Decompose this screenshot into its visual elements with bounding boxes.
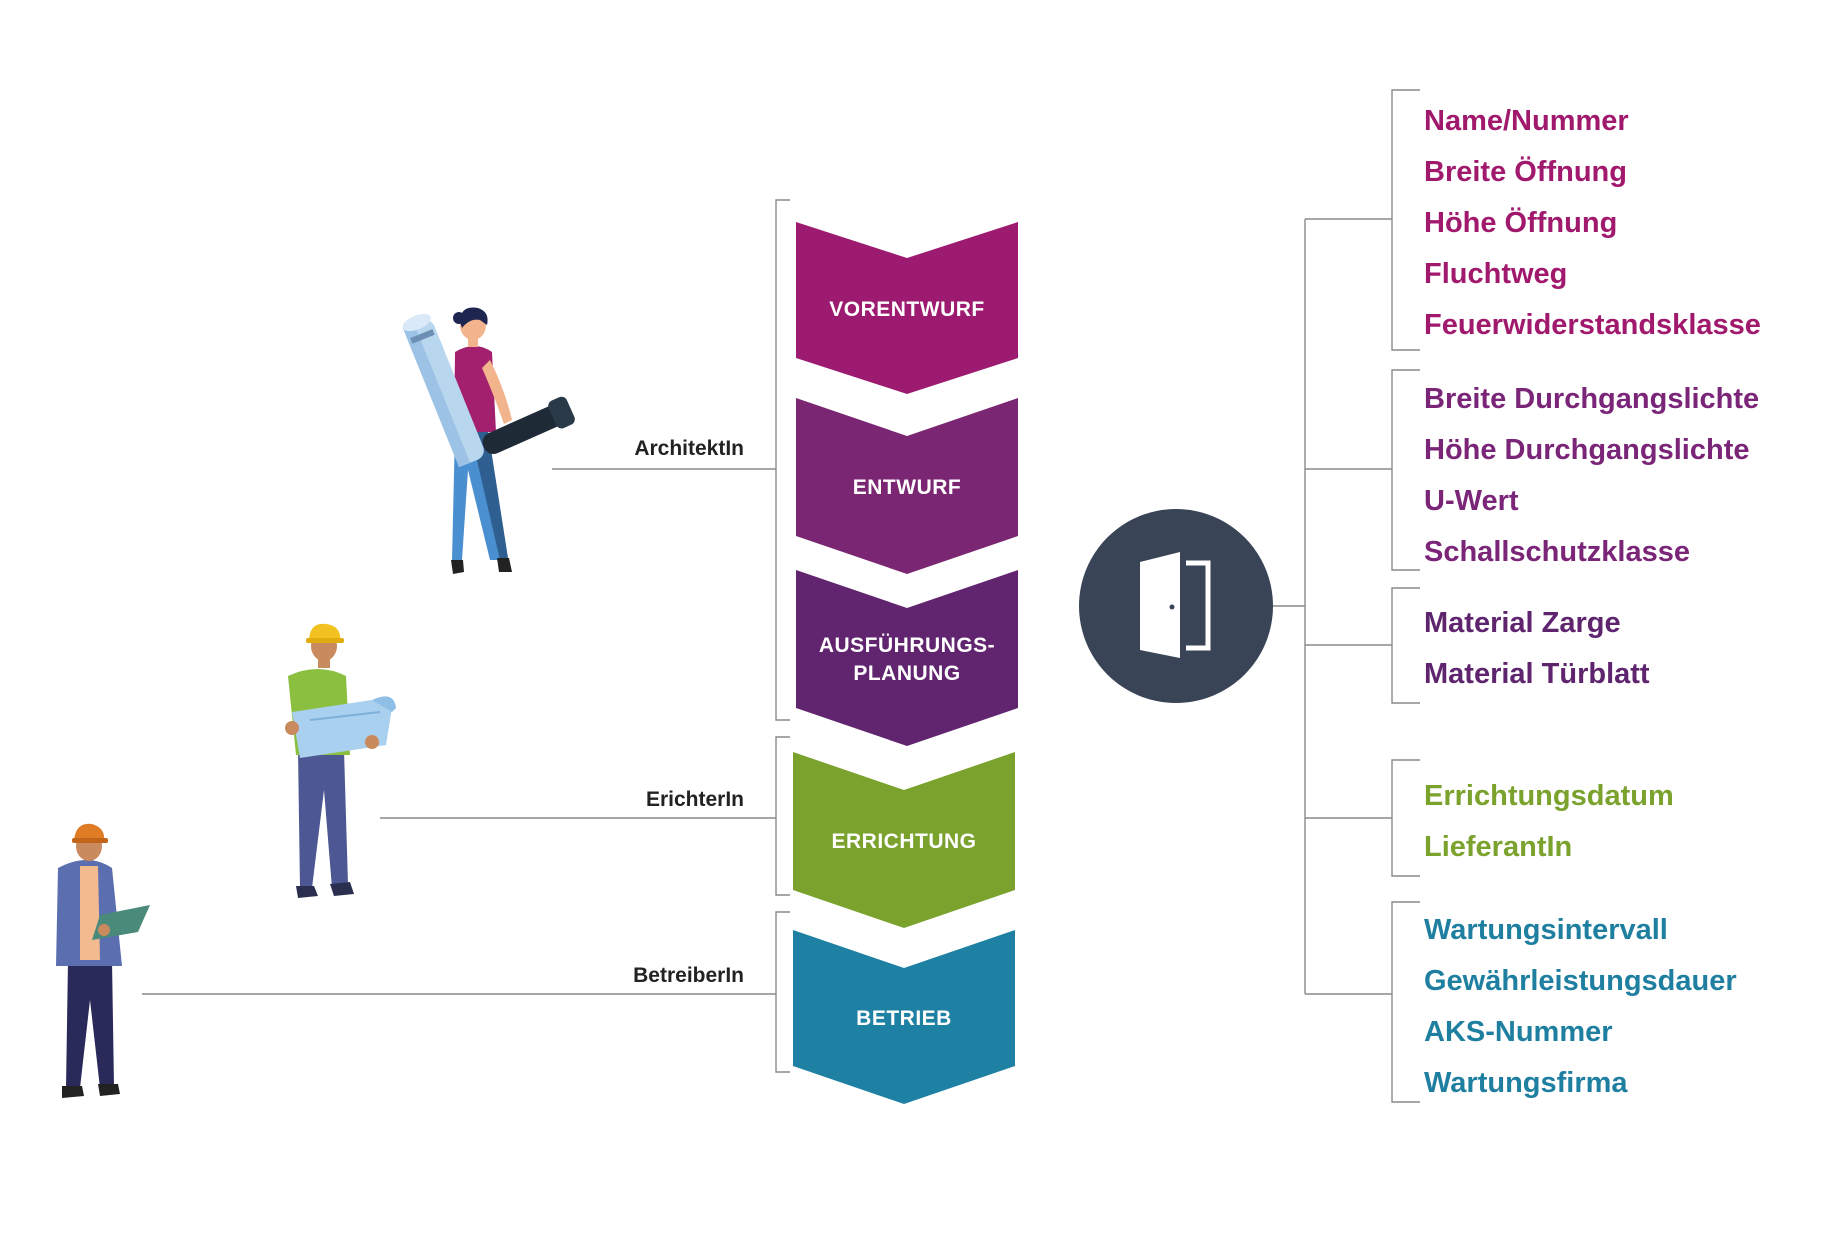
phase-chevrons: VORENTWURF ENTWURF AUSFÜHRUNGS- PLANUNG ERRI… [793, 222, 1018, 1104]
attribute-item: Breite Durchgangslichte [1424, 383, 1759, 415]
phase-chevron-shape [796, 222, 1018, 394]
attribute-item: Schallschutzklasse [1424, 536, 1690, 568]
attribute-item: Gewährleistungsdauer [1424, 965, 1737, 997]
phase-chevron-shape [796, 398, 1018, 574]
phase-chevron-shape [796, 570, 1018, 746]
role-label-architect: ArchitektIn [634, 437, 744, 460]
attribute-item: Höhe Durchgangslichte [1424, 434, 1750, 466]
phase-entwurf: ENTWURF [796, 398, 1018, 574]
attribute-item: Wartungsintervall [1424, 914, 1668, 946]
role-label-operator: BetreiberIn [633, 964, 744, 987]
group-bracket-4 [1391, 759, 1420, 877]
attribute-item: Fluchtweg [1424, 258, 1567, 290]
attribute-item: Errichtungsdatum [1424, 780, 1674, 812]
phase-label: PLANUNG [853, 662, 960, 685]
attribute-item: Feuerwiderstandsklasse [1424, 309, 1761, 341]
attribute-item: LieferantIn [1424, 831, 1572, 863]
attribute-item: Wartungsfirma [1424, 1067, 1628, 1099]
group-bracket-1 [1391, 89, 1420, 351]
attribute-item: Material Türblatt [1424, 658, 1650, 690]
role-label-builder: ErichterIn [646, 788, 744, 811]
phase-betrieb: BETRIEB [793, 930, 1015, 1104]
bracket-operation [775, 911, 790, 1073]
connector-lines [142, 89, 1420, 1103]
phase-label: VORENTWURF [829, 298, 985, 321]
attribute-item: Name/Nummer [1424, 105, 1629, 137]
attribute-item: Höhe Öffnung [1424, 206, 1617, 239]
door-icon [1079, 509, 1273, 703]
phase-label: ENTWURF [853, 476, 961, 499]
attribute-item: Breite Öffnung [1424, 155, 1627, 188]
bracket-construction [775, 736, 790, 896]
architect-woman-icon [402, 307, 575, 574]
phase-errichtung: ERRICHTUNG [793, 752, 1015, 928]
group-bracket-5 [1391, 901, 1420, 1103]
attribute-item: U-Wert [1424, 485, 1519, 517]
operator-with-clipboard-icon [56, 823, 150, 1098]
phase-chevron-shape [793, 752, 1015, 928]
group-bracket-3 [1391, 587, 1420, 704]
attribute-item: AKS-Nummer [1424, 1016, 1613, 1048]
phase-label: AUSFÜHRUNGS- [819, 634, 995, 657]
phase-vorentwurf: VORENTWURF [796, 222, 1018, 394]
bracket-planning [775, 199, 790, 721]
phase-ausfuehrungsplanung: AUSFÜHRUNGS- PLANUNG [796, 570, 1018, 746]
phase-label: ERRICHTUNG [832, 830, 977, 853]
attribute-item: Material Zarge [1424, 607, 1621, 639]
group-bracket-2 [1391, 369, 1420, 571]
builder-with-plan-icon [285, 623, 396, 898]
phase-chevron-shape [793, 930, 1015, 1104]
phase-label: BETRIEB [856, 1007, 952, 1030]
